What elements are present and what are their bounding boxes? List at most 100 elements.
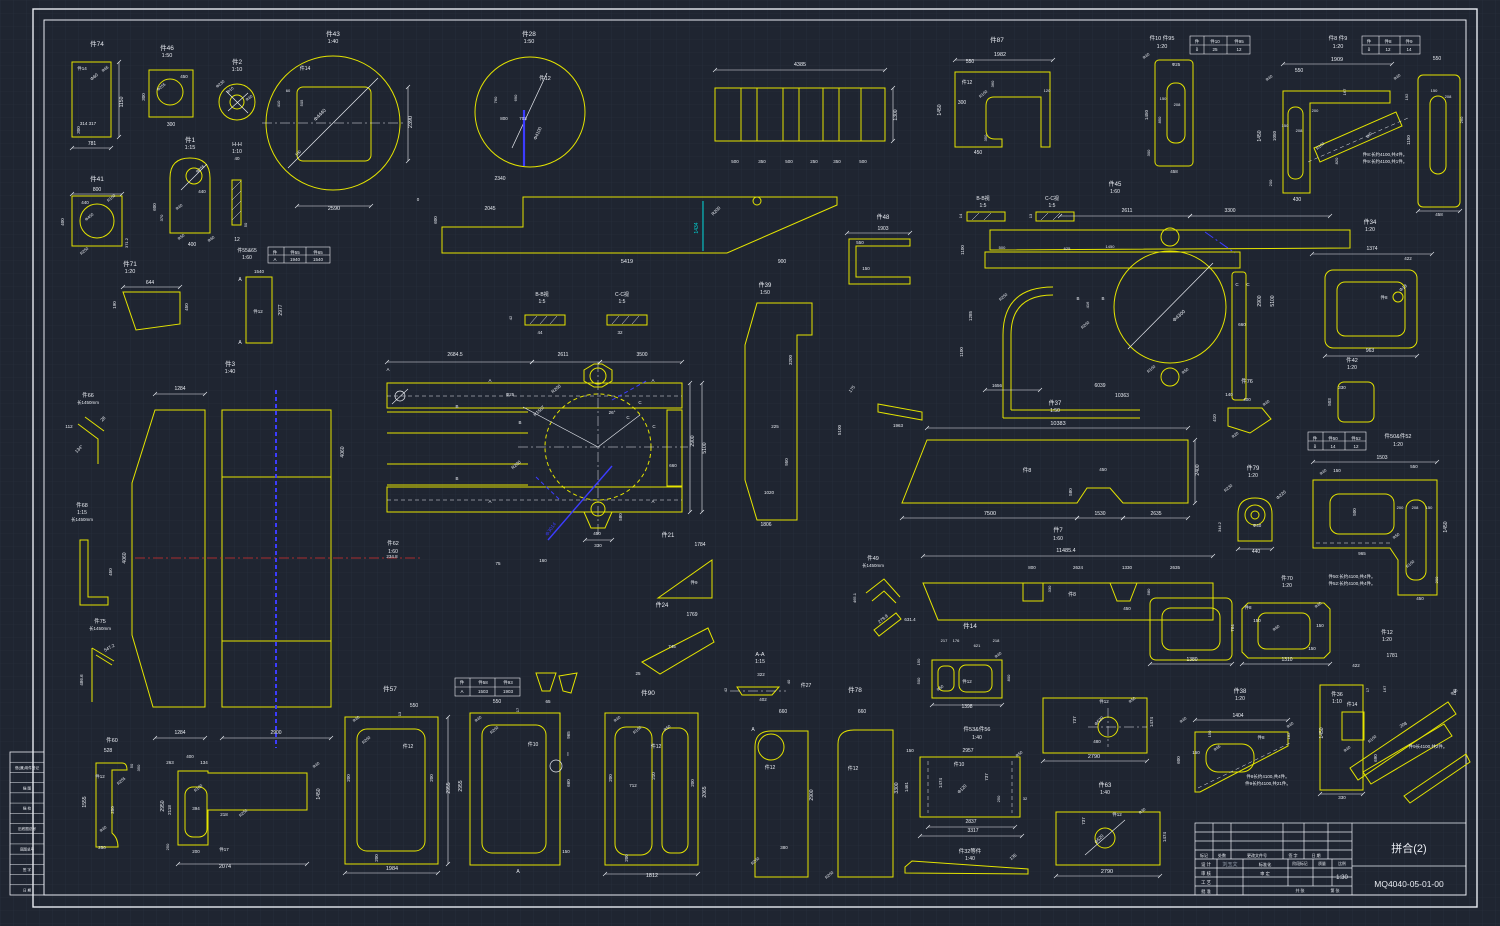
dimension-text: R250 xyxy=(79,245,90,255)
dimension-text: 25 xyxy=(1212,47,1218,52)
dimension-text: 1050 xyxy=(1272,130,1277,141)
dimension-text: R40 xyxy=(1265,73,1274,82)
dimension-text: R255 xyxy=(116,775,127,785)
dimension-text: 2400 xyxy=(1195,464,1201,475)
dimension-text: 394 xyxy=(192,806,200,811)
dimension-line xyxy=(920,553,1216,559)
part-label: 件76 xyxy=(1241,377,1253,385)
dimension-text: 1:15 xyxy=(755,659,765,665)
dimension-text: 112 xyxy=(65,424,73,429)
part-outline xyxy=(356,728,426,852)
part-outline xyxy=(954,71,1051,148)
dimension-text: 600 xyxy=(152,203,157,211)
construction-line xyxy=(231,210,242,221)
dimension-text: 1450 xyxy=(1257,130,1263,141)
dimension-text: 1:60 xyxy=(388,549,398,555)
part-outline xyxy=(1160,227,1180,247)
dimension-text: R100 xyxy=(632,724,643,734)
dimension-text: 1398 xyxy=(961,704,972,710)
part-label: 件9 xyxy=(690,579,697,586)
dimension-line xyxy=(69,145,114,151)
dimension-text: 65 xyxy=(545,699,551,704)
part-outline xyxy=(344,716,439,865)
part-label: 件8 xyxy=(1384,38,1391,45)
part-label: C-C视 xyxy=(615,291,629,298)
dimension-line xyxy=(1322,353,1420,359)
construction-line xyxy=(631,315,640,325)
dimension-text: 1474 xyxy=(938,777,943,788)
part-outline xyxy=(606,314,648,326)
construction-line xyxy=(549,759,563,773)
part-label: 件28 xyxy=(522,29,536,38)
dimension-text: 6039 xyxy=(1094,383,1105,389)
part-label: 件 xyxy=(1195,38,1200,45)
part-outline xyxy=(1161,607,1221,651)
dimension-text: 210 xyxy=(651,772,656,780)
dimension-text: 314 317 xyxy=(80,121,97,126)
dimension-text: 2900 xyxy=(690,435,696,446)
part-outline xyxy=(1154,59,1194,167)
dimension-text: 402 xyxy=(759,697,767,702)
dimension-text: 3317 xyxy=(967,828,978,834)
dimension-text: I xyxy=(567,752,568,758)
part-label: 件87 xyxy=(990,35,1004,44)
dimension-text: 250 xyxy=(165,843,170,850)
part-label: 件8 xyxy=(1244,604,1251,611)
rev-header-date: 日 期 xyxy=(1311,852,1320,858)
part-label: 件8:长约4100,共4件。 xyxy=(1363,151,1408,158)
dimension-text: 2955 xyxy=(446,782,452,793)
dimension-text: R230 xyxy=(1223,482,1234,492)
dimension-text: 1:10 xyxy=(232,67,243,73)
part-label: 件9 xyxy=(1405,38,1412,45)
dimension-text: 550 xyxy=(856,240,864,245)
dimension-text: 150 xyxy=(1207,730,1212,737)
dimension-text: 167 xyxy=(1382,685,1387,692)
dimension-text: R40 xyxy=(994,650,1003,659)
dimension-text: 500 xyxy=(999,245,1006,250)
part-outline xyxy=(590,501,606,517)
dimension-text: 1:5 xyxy=(539,299,546,305)
dimension-text: R100 xyxy=(1367,733,1378,743)
part-label: 件50:长约4100,共4件。 xyxy=(1328,573,1375,580)
dimension-text: 2611 xyxy=(1122,208,1133,214)
part-outline xyxy=(474,56,586,168)
part-outline xyxy=(229,94,245,110)
dimension-text: 200 xyxy=(1268,179,1273,186)
part-outline xyxy=(1250,510,1260,520)
part-outline xyxy=(848,238,911,285)
dimension-text: 250 xyxy=(98,845,106,850)
part-outline xyxy=(386,382,683,409)
dimension-text: 1:40 xyxy=(972,735,982,741)
dimension-text: 12 xyxy=(234,237,240,243)
dimension-text: 2390 xyxy=(408,116,414,128)
part-label: 件39 xyxy=(759,281,772,289)
part-outline xyxy=(1160,367,1180,387)
dimension-text: 2624 xyxy=(1073,565,1084,570)
dimension-text: R200 xyxy=(1080,319,1091,329)
dimension-text: 3300 xyxy=(1224,208,1235,214)
dimension-text: 1:15 xyxy=(185,145,196,151)
part-label: 件55 xyxy=(290,249,300,256)
part-outline xyxy=(79,203,115,239)
dimension-text: 600 xyxy=(433,216,438,224)
dimension-text: 1:60 xyxy=(1053,536,1063,542)
dimension-text: 900 xyxy=(778,259,787,265)
dimension-text: 400 xyxy=(1243,397,1251,402)
dimension-text: 1909 xyxy=(1331,57,1343,63)
dimension-text: 150 xyxy=(1308,646,1316,651)
dimension-text: 1461 xyxy=(904,781,909,792)
stage-label: 阶段标记 xyxy=(1292,861,1307,866)
dimension-text: 42 xyxy=(508,315,513,320)
part-outline xyxy=(931,659,1003,699)
dimension-line xyxy=(1415,208,1463,214)
part-label: 件17 xyxy=(219,846,229,853)
dimension-text: 150 xyxy=(1431,88,1438,93)
dimension-text: 1330 xyxy=(1122,565,1133,570)
dimension-text: 450 xyxy=(974,150,983,156)
dimension-text: B xyxy=(1076,296,1079,301)
part-outline xyxy=(1324,269,1418,349)
construction-line xyxy=(511,72,548,149)
dimension-text: R40 xyxy=(245,93,254,102)
dimension-text: 1374 xyxy=(1366,246,1377,252)
dimension-text: 963 xyxy=(1366,348,1375,354)
